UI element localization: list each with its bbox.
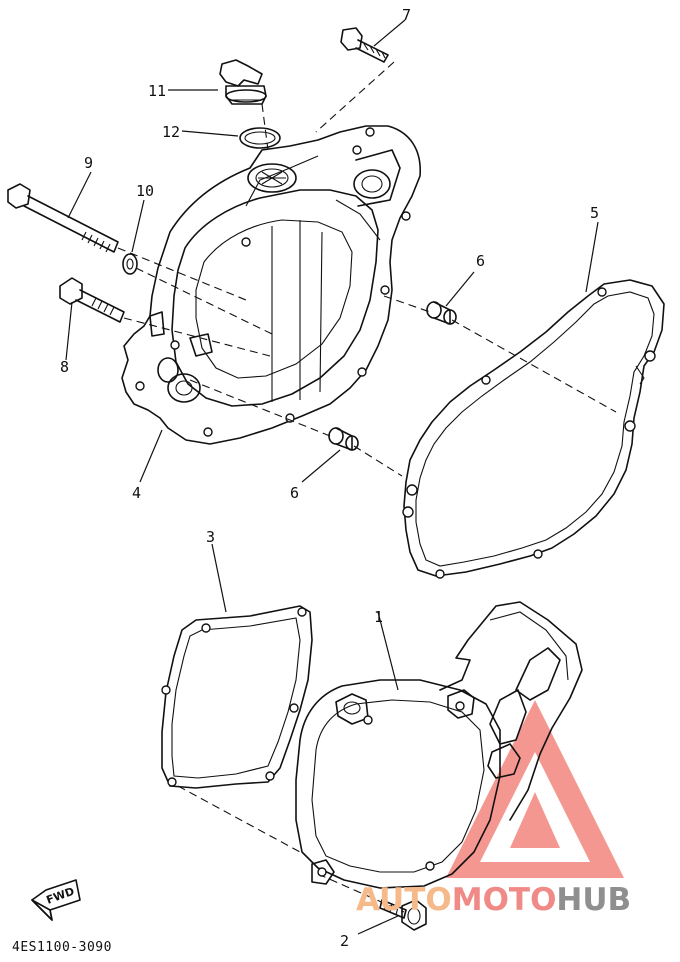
bolt-8	[59, 277, 125, 323]
leader-8	[65, 301, 73, 361]
leader-4	[139, 429, 163, 483]
watermark-moto: MOTO	[452, 882, 557, 918]
leader-10	[131, 199, 145, 253]
dowel-pin-6-upper	[426, 301, 457, 325]
align-line-9	[117, 247, 247, 301]
o-ring-12	[239, 127, 281, 149]
washer-10	[122, 253, 138, 275]
callout-12: 12	[162, 123, 180, 141]
callout-6-upper: 6	[476, 252, 485, 270]
align-line-3	[177, 785, 301, 853]
watermark-auto: AUTO	[356, 882, 452, 918]
align-line-6a	[383, 295, 617, 413]
diagram-code: 4ES1100-3090	[12, 940, 112, 955]
align-line-2	[317, 873, 405, 913]
callout-3: 3	[206, 528, 215, 546]
align-line-11	[261, 103, 269, 151]
fwd-arrow-icon	[31, 879, 81, 921]
leader-7	[373, 19, 406, 47]
callout-8: 8	[60, 358, 69, 376]
leader-2	[357, 915, 399, 935]
watermark-hub: HUB	[556, 882, 631, 918]
gasket-5	[402, 279, 665, 579]
callout-6-lower: 6	[290, 484, 299, 502]
leader-9	[67, 171, 92, 219]
callout-9: 9	[84, 154, 93, 172]
leader-6a	[445, 271, 475, 307]
leader-6b	[301, 449, 341, 483]
filler-cap-11	[219, 59, 267, 105]
bolt-9	[7, 183, 119, 253]
watermark-logo: AUTOMOTOHUB	[356, 882, 631, 918]
callout-1: 1	[374, 608, 383, 626]
callout-10: 10	[136, 182, 154, 200]
align-line-6b	[189, 379, 403, 477]
callout-2: 2	[340, 932, 349, 950]
outer-cover-1	[295, 601, 583, 889]
leader-12	[181, 130, 239, 137]
leader-3	[211, 543, 227, 613]
callout-7: 7	[402, 6, 411, 24]
gasket-3	[161, 605, 313, 789]
bolt-2	[379, 899, 427, 931]
leader-5	[585, 221, 599, 293]
svg-text:AUTOMOTOHUB: AUTOMOTOHUB	[356, 882, 631, 918]
callout-5: 5	[590, 204, 599, 222]
crankcase-cover-4	[121, 125, 421, 445]
leader-1	[377, 611, 399, 691]
align-line-7	[315, 61, 395, 133]
dowel-pin-6-lower	[328, 427, 359, 451]
callout-11: 11	[148, 82, 166, 100]
callout-4: 4	[132, 484, 141, 502]
bolt-7	[340, 27, 389, 63]
watermark-triangle	[446, 700, 624, 878]
